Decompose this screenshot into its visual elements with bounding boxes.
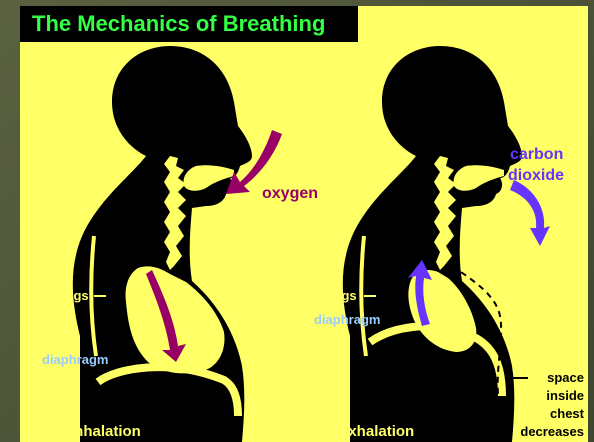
oxygen-label: oxygen xyxy=(262,185,318,202)
chest-label-1: space xyxy=(547,370,584,385)
carbon-dioxide-arrow xyxy=(510,180,550,246)
chest-label-2: inside xyxy=(546,388,584,403)
exhalation-figure xyxy=(343,46,522,442)
right-silhouette xyxy=(343,46,522,442)
breathing-diagram: oxygen carbon dioxide lungs lungs diaphr… xyxy=(20,6,588,442)
inhalation-label: inhalation xyxy=(70,423,141,440)
chest-label-4: decreases xyxy=(520,424,584,439)
lungs-label-right: lungs xyxy=(322,288,357,303)
chest-label-3: chest xyxy=(550,406,585,421)
lungs-label-left: lungs xyxy=(54,288,89,303)
carbon-label: carbon xyxy=(510,146,563,163)
diaphragm-label-left: diaphragm xyxy=(42,352,108,367)
page-title: The Mechanics of Breathing xyxy=(20,6,358,42)
dioxide-label: dioxide xyxy=(508,167,564,184)
inhalation-figure xyxy=(73,46,252,442)
diaphragm-label-right: diaphragm xyxy=(314,312,380,327)
exhalation-label: exhalation xyxy=(340,423,414,440)
diagram-panel: oxygen carbon dioxide lungs lungs diaphr… xyxy=(20,6,588,442)
